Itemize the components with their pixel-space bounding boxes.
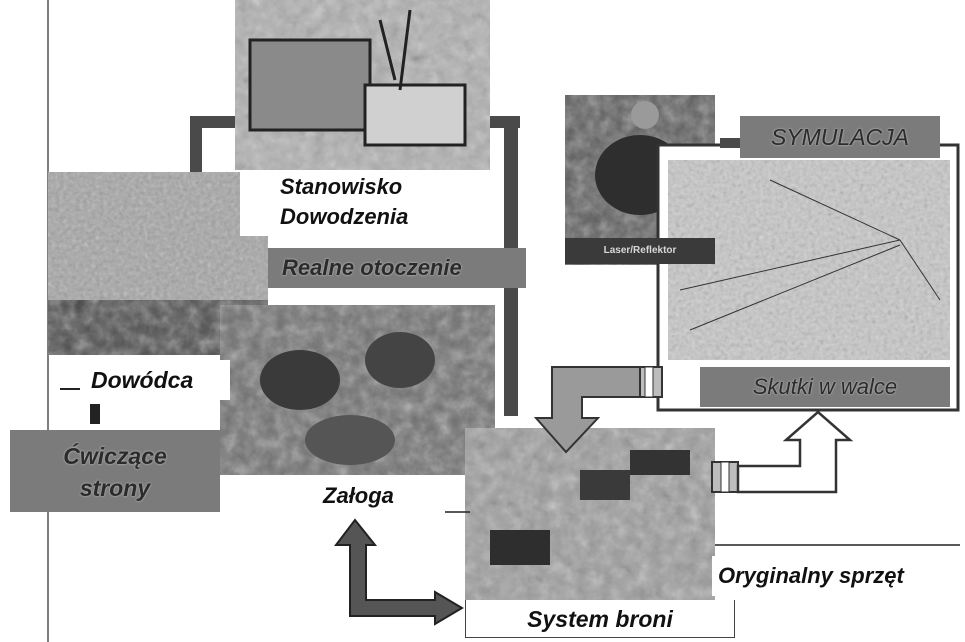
label-commander: Dowódca bbox=[85, 360, 230, 400]
label-crew: Załoga bbox=[235, 476, 445, 516]
arrow-to-simulation bbox=[736, 410, 854, 494]
command-post-line2: Dowodzenia bbox=[280, 204, 409, 229]
label-combat-effects: Skutki w walce bbox=[700, 367, 950, 407]
equipment-photo bbox=[465, 428, 715, 600]
label-command-post: Stanowisko Dowodzenia bbox=[240, 172, 485, 236]
map-photo bbox=[48, 172, 268, 355]
training-sides-line1: Ćwiczące bbox=[63, 443, 167, 469]
command-post-photo bbox=[235, 0, 490, 170]
label-training-sides: Ćwiczące strony bbox=[10, 430, 220, 512]
label-real-environment: Realne otoczenie bbox=[268, 248, 526, 288]
arrow-to-equipment bbox=[533, 366, 641, 454]
arrow-crew-weapon bbox=[333, 518, 464, 626]
training-sides-line2: strony bbox=[79, 475, 151, 501]
simulation-panel bbox=[656, 138, 960, 412]
crew-photo bbox=[220, 305, 495, 475]
command-post-line1: Stanowisko bbox=[280, 174, 403, 199]
label-simulation: SYMULACJA bbox=[740, 116, 940, 158]
label-original-equipment: Oryginalny sprzęt bbox=[712, 556, 962, 596]
label-laser-reflector: Laser/Reflektor bbox=[565, 238, 715, 264]
commander-marker bbox=[90, 404, 100, 424]
label-weapon-system: System broni bbox=[465, 600, 735, 638]
